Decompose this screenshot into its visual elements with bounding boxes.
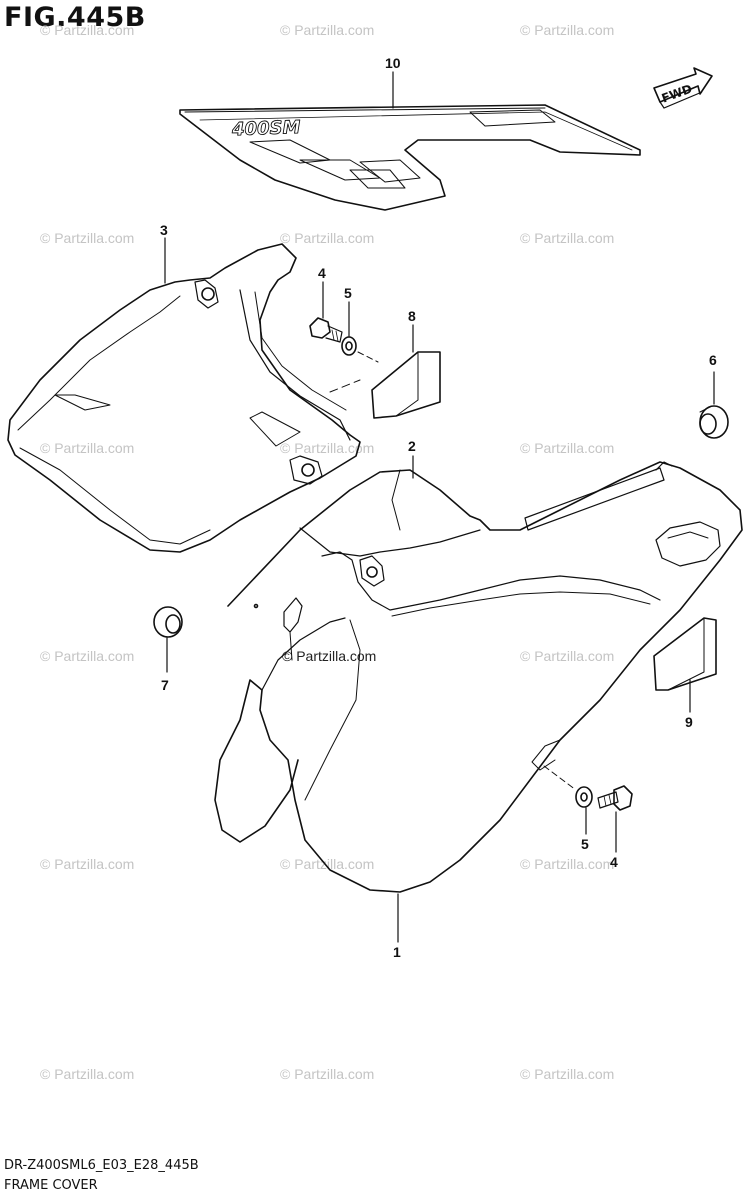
decal-part-10 [179,104,641,211]
watermark: © Partzilla.com [40,440,135,456]
callout-4: 4 [318,265,326,281]
watermark: © Partzilla.com [40,22,135,38]
diagram-name: FRAME COVER [4,1178,98,1193]
callout-8: 8 [408,308,416,324]
callout-6: 6 [709,352,717,368]
callout-7: 7 [161,677,169,693]
center-watermark: © Partzilla.com [282,648,377,664]
callout-1: 1 [393,944,401,960]
cover-part-3 [7,243,361,553]
watermark: © Partzilla.com [520,230,615,246]
pad-part-9 [653,617,717,691]
grommet-part-7 [153,606,183,638]
callout-2: 2 [408,438,416,454]
figure-title: FIG.445B [4,2,146,33]
cover-part-1-2 [214,461,743,893]
watermark: © Partzilla.com [520,440,615,456]
watermark: © Partzilla.com [40,230,135,246]
watermark: © Partzilla.com [520,22,615,38]
bolt-part-4-upper [309,317,343,343]
watermark: © Partzilla.com [520,1066,615,1082]
grommet-part-6 [699,405,729,439]
bolt-part-4-lower [597,785,633,811]
callout-5-lower: 5 [581,836,589,852]
diagram-code: DR-Z400SML6_E03_E28_445B [4,1158,199,1173]
watermark: © Partzilla.com [40,1066,135,1082]
watermark: © Partzilla.com [280,440,375,456]
callout-4-lower: 4 [610,854,618,870]
callout-5: 5 [344,285,352,301]
decal-text: 400SM [231,117,301,140]
pad-part-8 [371,351,441,419]
washer-part-5-lower [575,786,593,808]
callout-3: 3 [160,222,168,238]
callout-9: 9 [685,714,693,730]
watermark: © Partzilla.com [40,648,135,664]
watermark: © Partzilla.com [280,22,375,38]
callout-10: 10 [385,55,401,71]
fwd-arrow: FWD [650,66,716,112]
watermark: © Partzilla.com [520,648,615,664]
watermark: © Partzilla.com [280,230,375,246]
washer-part-5-upper [341,336,357,356]
watermark: © Partzilla.com [280,1066,375,1082]
watermark: © Partzilla.com [280,856,375,872]
watermark: © Partzilla.com [40,856,135,872]
watermark: © Partzilla.com [520,856,615,872]
